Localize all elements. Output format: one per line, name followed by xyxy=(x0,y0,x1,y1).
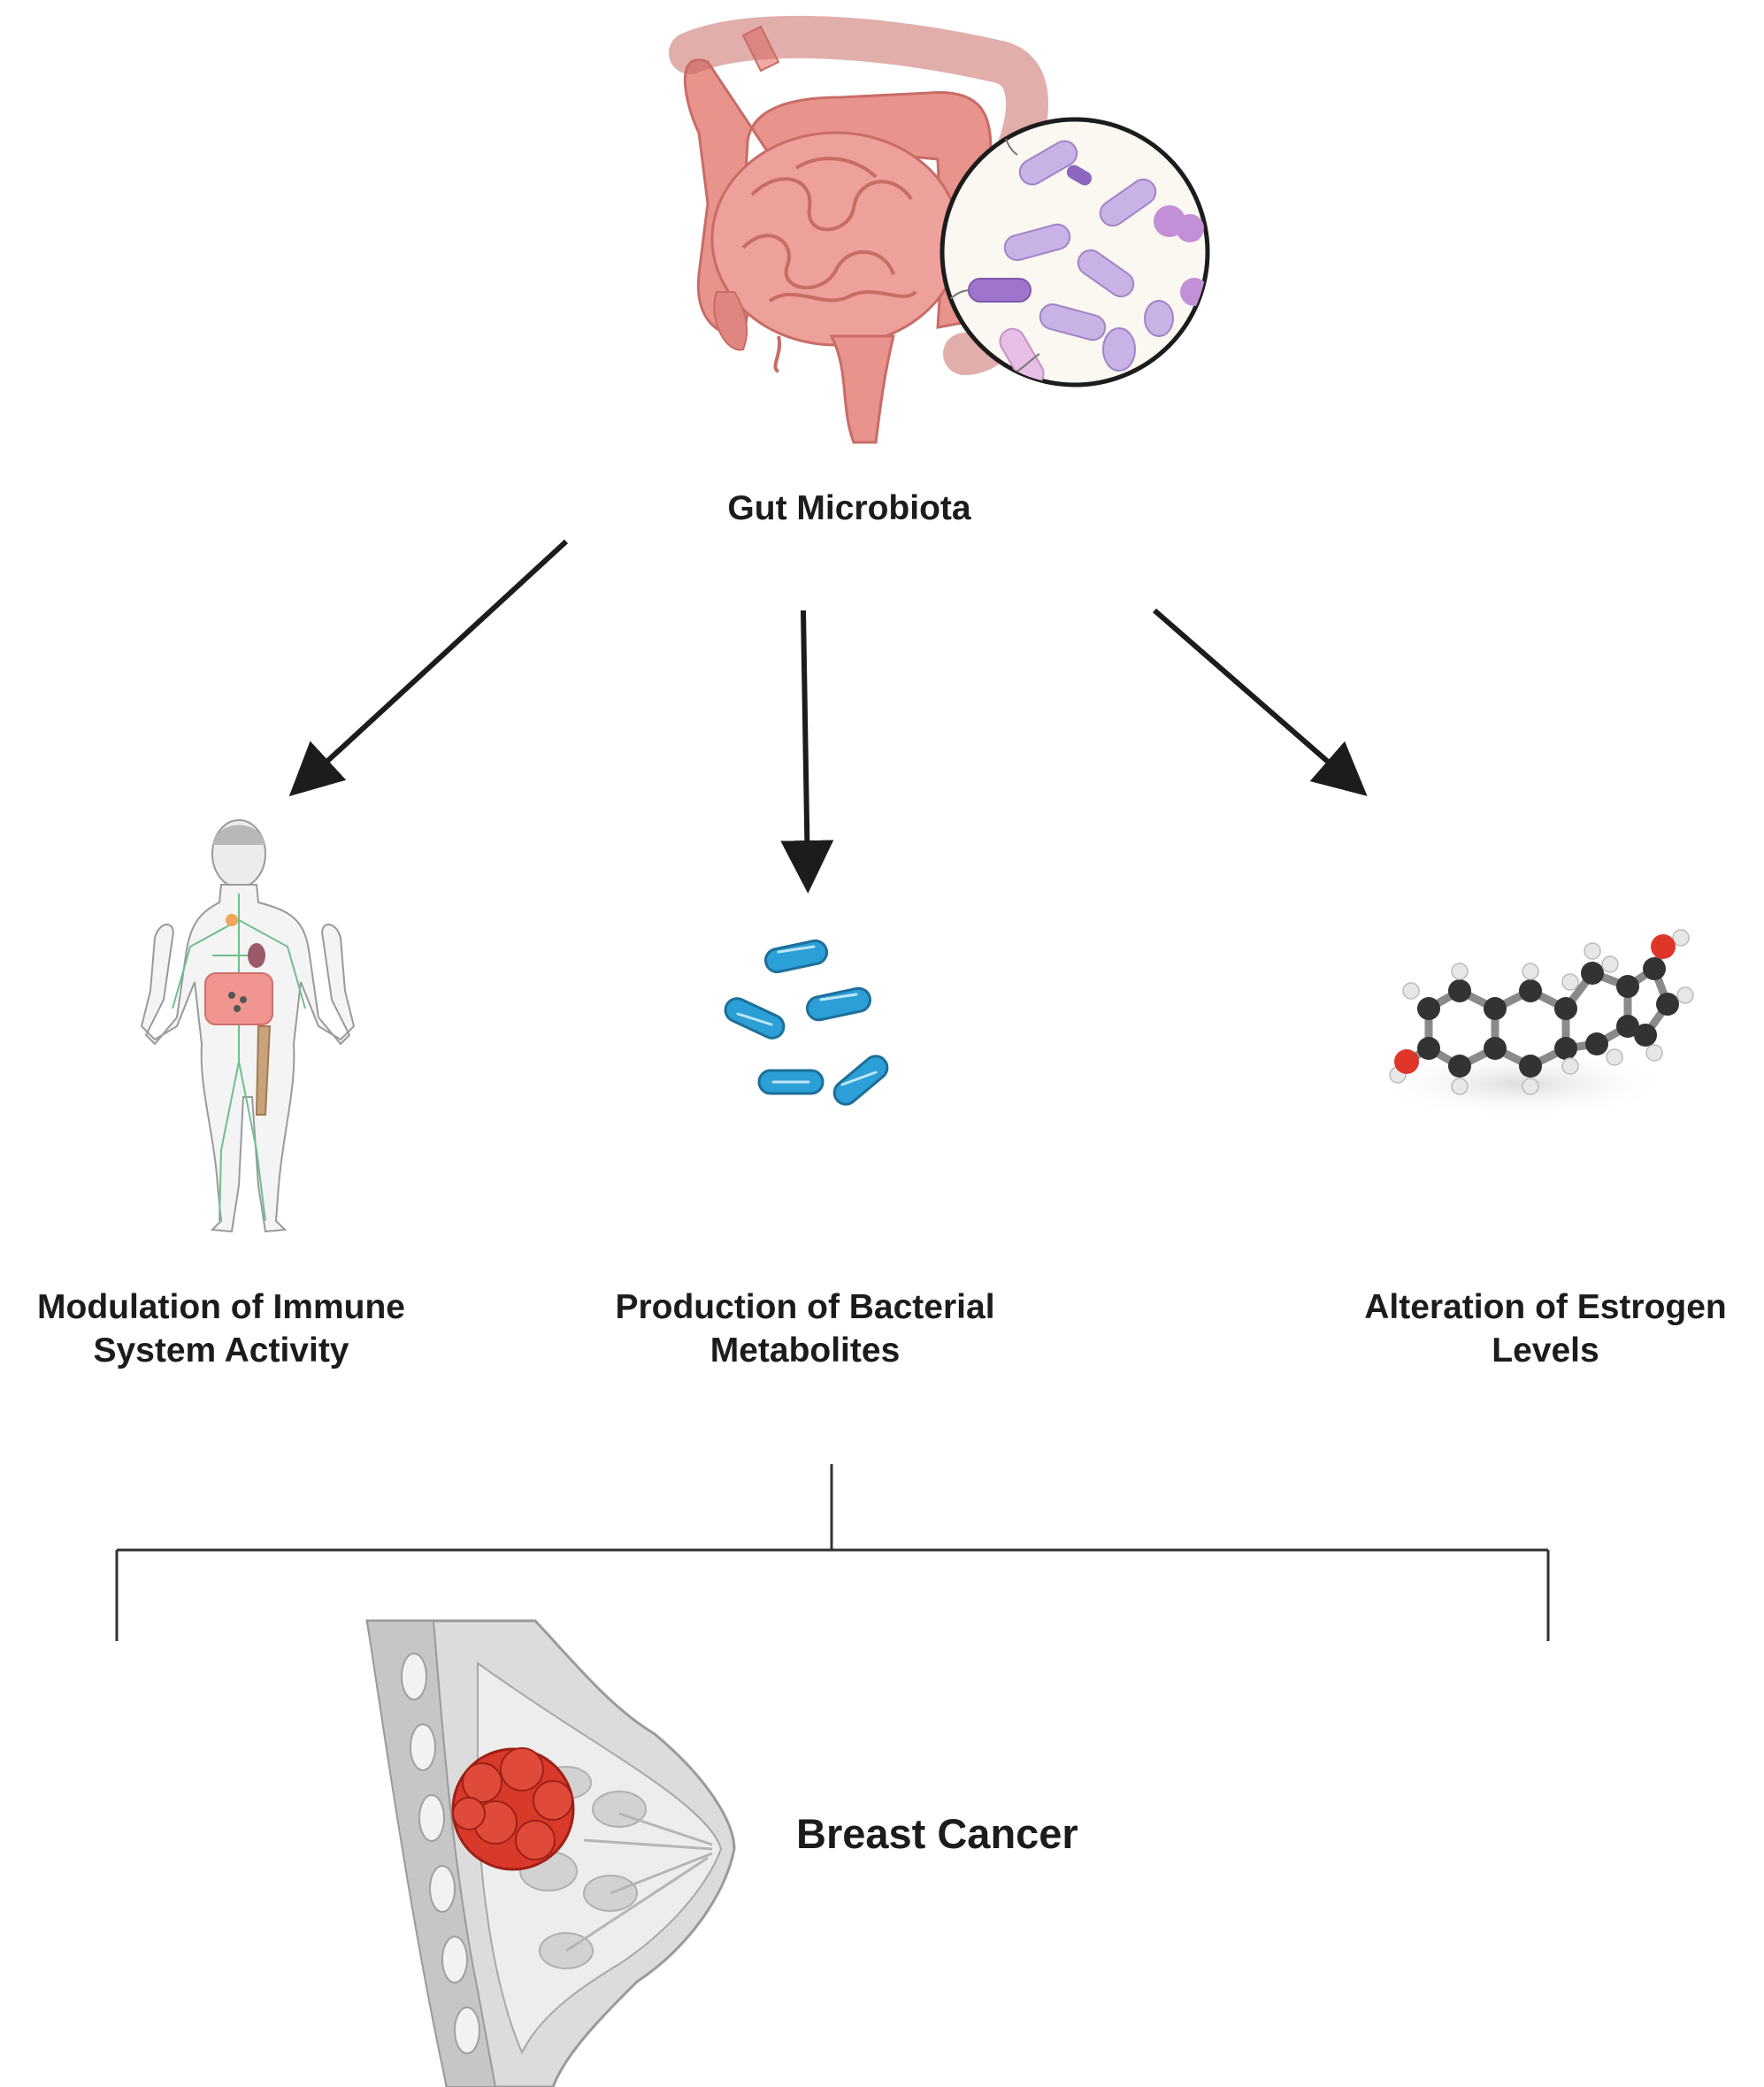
breast-tumor-icon xyxy=(365,1619,736,2087)
immune-modulation-line1: Modulation of Immune xyxy=(37,1288,405,1326)
arrows xyxy=(288,539,1368,894)
arrow-to-immune xyxy=(288,539,569,797)
gut-microbiota-label: Gut Microbiota xyxy=(584,487,1115,530)
arrow-to-estrogen xyxy=(1153,608,1368,796)
gut-microbiota-text: Gut Microbiota xyxy=(727,489,971,527)
immune-modulation-line2: System Activity xyxy=(93,1331,349,1370)
estrogen-alteration-line1: Alteration of Estrogen xyxy=(1364,1288,1727,1326)
immune-modulation-label: Modulation of Immune System Activity xyxy=(0,1285,442,1372)
estrogen-molecule-icon xyxy=(1371,929,1694,1119)
human-body-icon xyxy=(140,819,356,1233)
microbes-magnifier-icon xyxy=(940,117,1210,387)
bacterial-metabolites-line1: Production of Bacterial xyxy=(615,1288,995,1326)
bacterial-metabolites-label: Production of Bacterial Metabolites xyxy=(540,1285,1070,1372)
breast-cancer-text: Breast Cancer xyxy=(796,1810,1078,1857)
bacteria-icon xyxy=(724,939,889,1106)
bacterial-metabolites-line2: Metabolites xyxy=(709,1331,901,1370)
arrow-to-metabolites xyxy=(780,610,834,894)
estrogen-alteration-line2: Levels xyxy=(1492,1331,1599,1370)
tumor xyxy=(451,1747,575,1871)
estrogen-alteration-label: Alteration of Estrogen Levels xyxy=(1327,1285,1764,1372)
breast-cancer-label: Breast Cancer xyxy=(796,1809,1168,1859)
bracket-connector xyxy=(115,1464,1550,1641)
